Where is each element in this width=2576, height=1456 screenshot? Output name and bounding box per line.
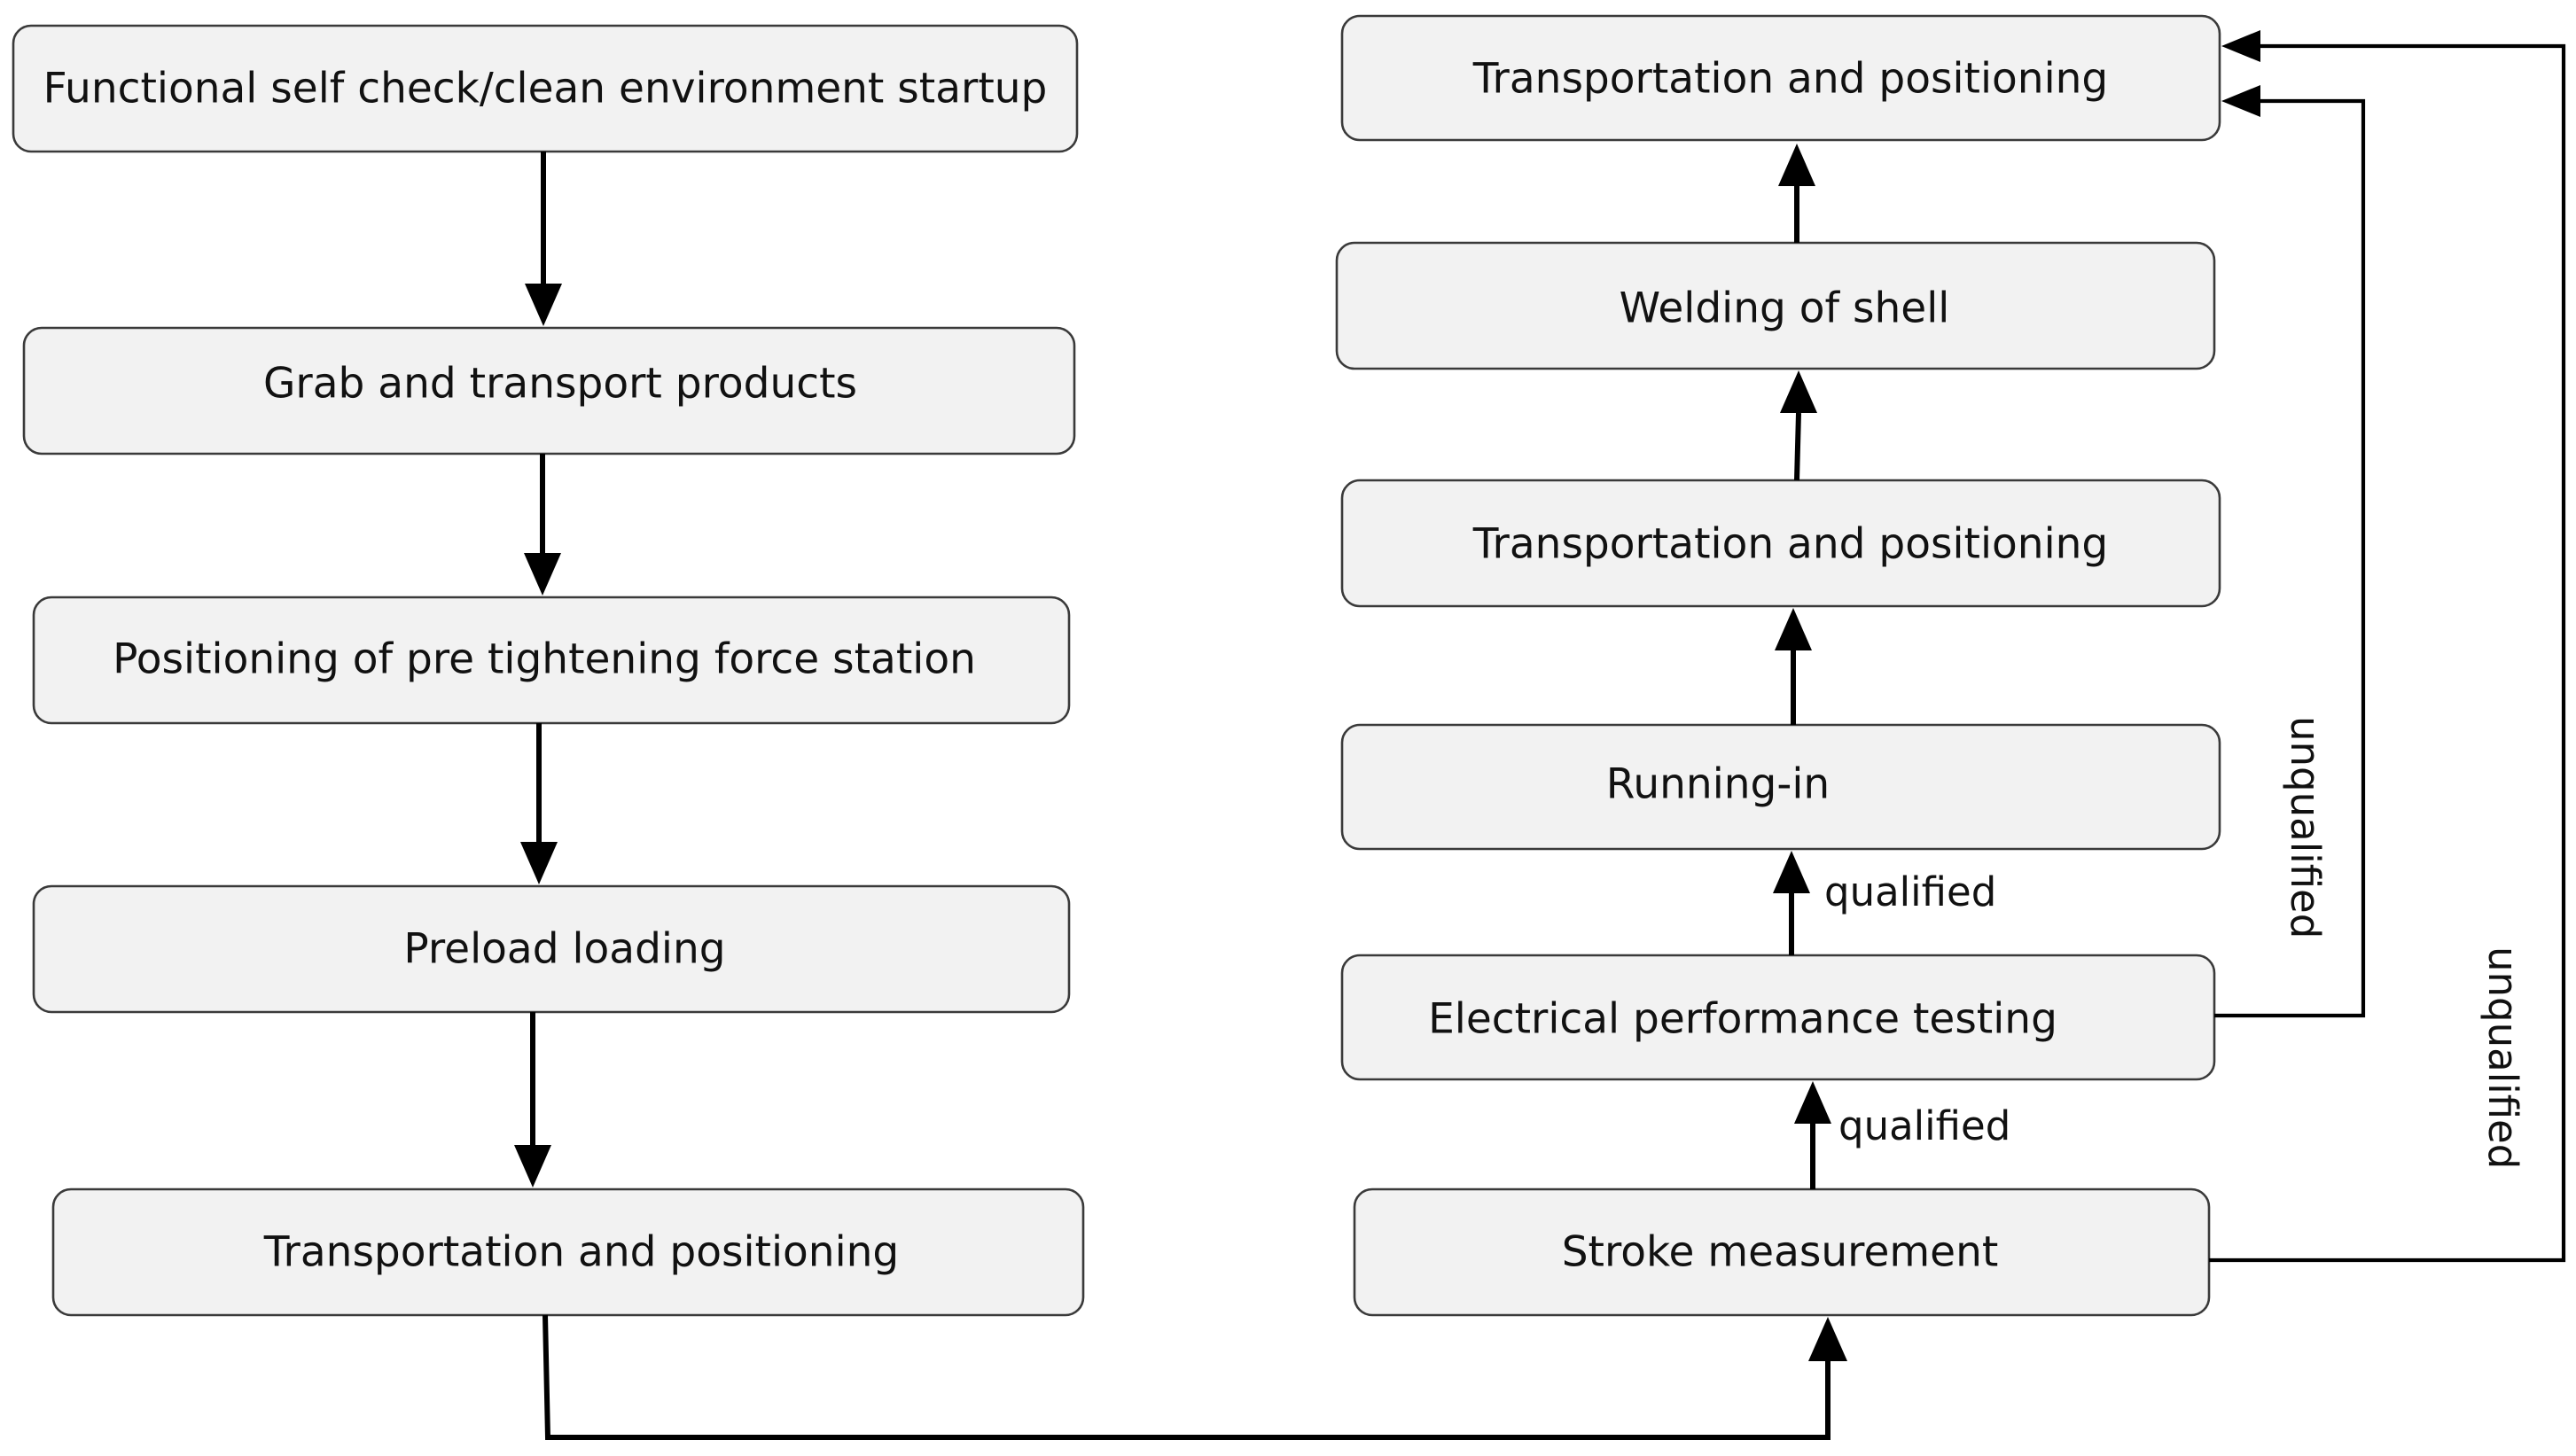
arrow-grab-to-pretightening (524, 454, 561, 596)
connector-transport-to-stroke (543, 1314, 1847, 1440)
step-transport-top-label: Transportation and positioning (1472, 55, 2109, 104)
step-transport-left-box: Transportation and positioning (51, 1187, 1085, 1317)
step-welding-label: Welding of shell (1620, 284, 1950, 333)
qualified-label-lower: qualified (1838, 1102, 2010, 1149)
step-electrical-box: Electrical performance testing (1340, 954, 2216, 1081)
step-running-in-label: Running-in (1606, 760, 1830, 809)
arrow-transport-mid-to-welding (1780, 370, 1817, 481)
step-transport-left-label: Transportation and positioning (263, 1228, 900, 1277)
step-stroke-label: Stroke measurement (1562, 1228, 1999, 1277)
step-self-check-label: Functional self check/clean environment … (43, 65, 1048, 113)
unqualified-label-outer: unqualified (2479, 946, 2526, 1169)
step-grab-transport-label: Grab and transport products (263, 360, 857, 409)
step-transport-mid-box: Transportation and positioning (1340, 479, 2221, 608)
step-transport-top-box: Transportation and positioning (1340, 14, 2221, 142)
step-pretightening-label: Positioning of pre tightening force stat… (113, 635, 976, 684)
loop-electrical-unqualified (2214, 85, 2366, 1018)
step-welding-box: Welding of shell (1335, 241, 2216, 370)
arrow-preload-to-transport (514, 1012, 551, 1187)
step-grab-transport-box: Grab and transport products (22, 326, 1076, 455)
unqualified-label-inner: unqualified (2282, 716, 2329, 938)
qualified-label-upper: qualified (1824, 868, 1996, 915)
loop-stroke-unqualified (2209, 30, 2566, 1263)
arrow-self-check-to-grab (525, 152, 562, 326)
step-electrical-label: Electrical performance testing (1428, 995, 2057, 1044)
step-self-check-box: Functional self check/clean environment … (12, 24, 1079, 153)
step-stroke-box: Stroke measurement (1353, 1187, 2211, 1317)
step-running-in-box: Running-in (1340, 723, 2221, 851)
arrow-pretightening-to-preload (520, 723, 558, 884)
arrow-running-in-to-transport-mid (1775, 608, 1812, 725)
step-preload-label: Preload loading (403, 925, 725, 974)
step-pretightening-box: Positioning of pre tightening force stat… (32, 596, 1071, 725)
step-preload-box: Preload loading (32, 884, 1071, 1014)
step-transport-mid-label: Transportation and positioning (1472, 520, 2109, 569)
arrow-stroke-to-electrical (1794, 1081, 1831, 1189)
arrow-welding-to-transport-top (1778, 144, 1815, 243)
arrow-electrical-to-running-in (1773, 851, 1810, 955)
